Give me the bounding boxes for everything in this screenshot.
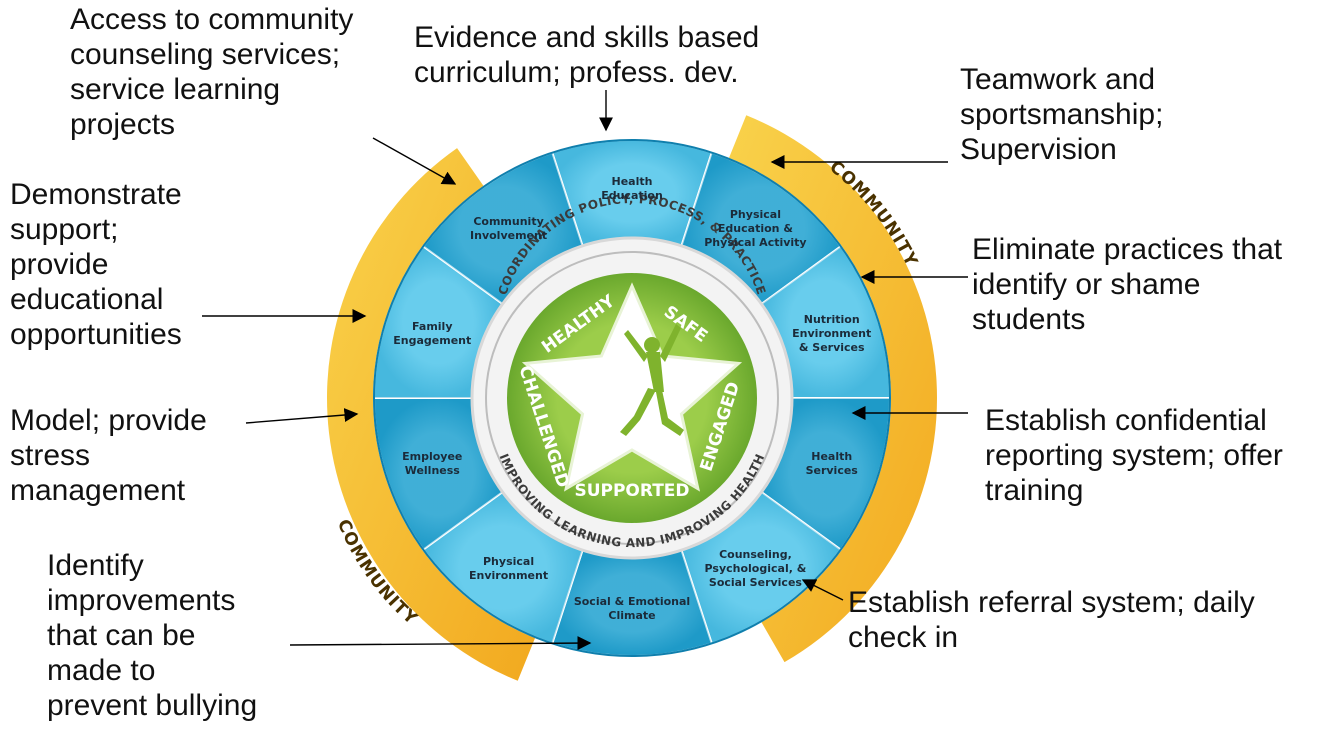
arrow-social-emotional [289, 636, 592, 651]
annotation-social-emotional: Identify improvements that can be made t… [47, 549, 258, 722]
annotation-family-engagement: Demonstrate support; provide educational… [10, 178, 182, 351]
annotation-nutrition: Eliminate practices that identify or sha… [972, 233, 1283, 336]
segment-shade-social-emotional [552, 550, 712, 656]
annotation-employee-wellness: Model; provide stress management [10, 404, 207, 507]
segment-shade-nutrition [761, 246, 890, 398]
annotation-health-education: Evidence and skills based curriculum; pr… [414, 21, 760, 89]
annotation-health-services: Establish confidential reporting system;… [985, 404, 1283, 507]
segment-shade-physical-education [681, 152, 841, 304]
jumping-figure-icon [620, 324, 684, 436]
segment-shade-counseling [681, 492, 841, 644]
annotation-community-involvement: Access to community counseling services;… [70, 3, 354, 141]
coordinating-ring-inner-line [485, 251, 779, 545]
wheel-rim [373, 139, 891, 657]
community-bands [326, 115, 937, 681]
segment-shade-physical-environment [423, 492, 583, 644]
arrow-employee-wellness [245, 408, 359, 424]
community-band-left [326, 148, 536, 681]
callout-arrows [202, 90, 968, 651]
star-word-supported: SUPPORTED [574, 481, 689, 501]
arrow-community-involvement [372, 137, 457, 185]
annotation-counseling: Establish referral system; daily check i… [848, 586, 1255, 654]
community-band-right [728, 115, 937, 663]
segment-shade-employee-wellness [374, 398, 503, 550]
arrow-counseling [801, 579, 844, 601]
annotation-physical-education: Teamwork and sportsmanship; Supervision [960, 63, 1164, 166]
segment-shade-health-education [552, 140, 712, 246]
center-star [521, 282, 743, 492]
segment-label-counseling: Counseling,Psychological, &Social Servic… [705, 548, 807, 589]
segment-shade-health-services [761, 398, 890, 550]
segment-shade-community-involvement [423, 152, 583, 304]
segment-shade-family-engagement [374, 246, 503, 398]
